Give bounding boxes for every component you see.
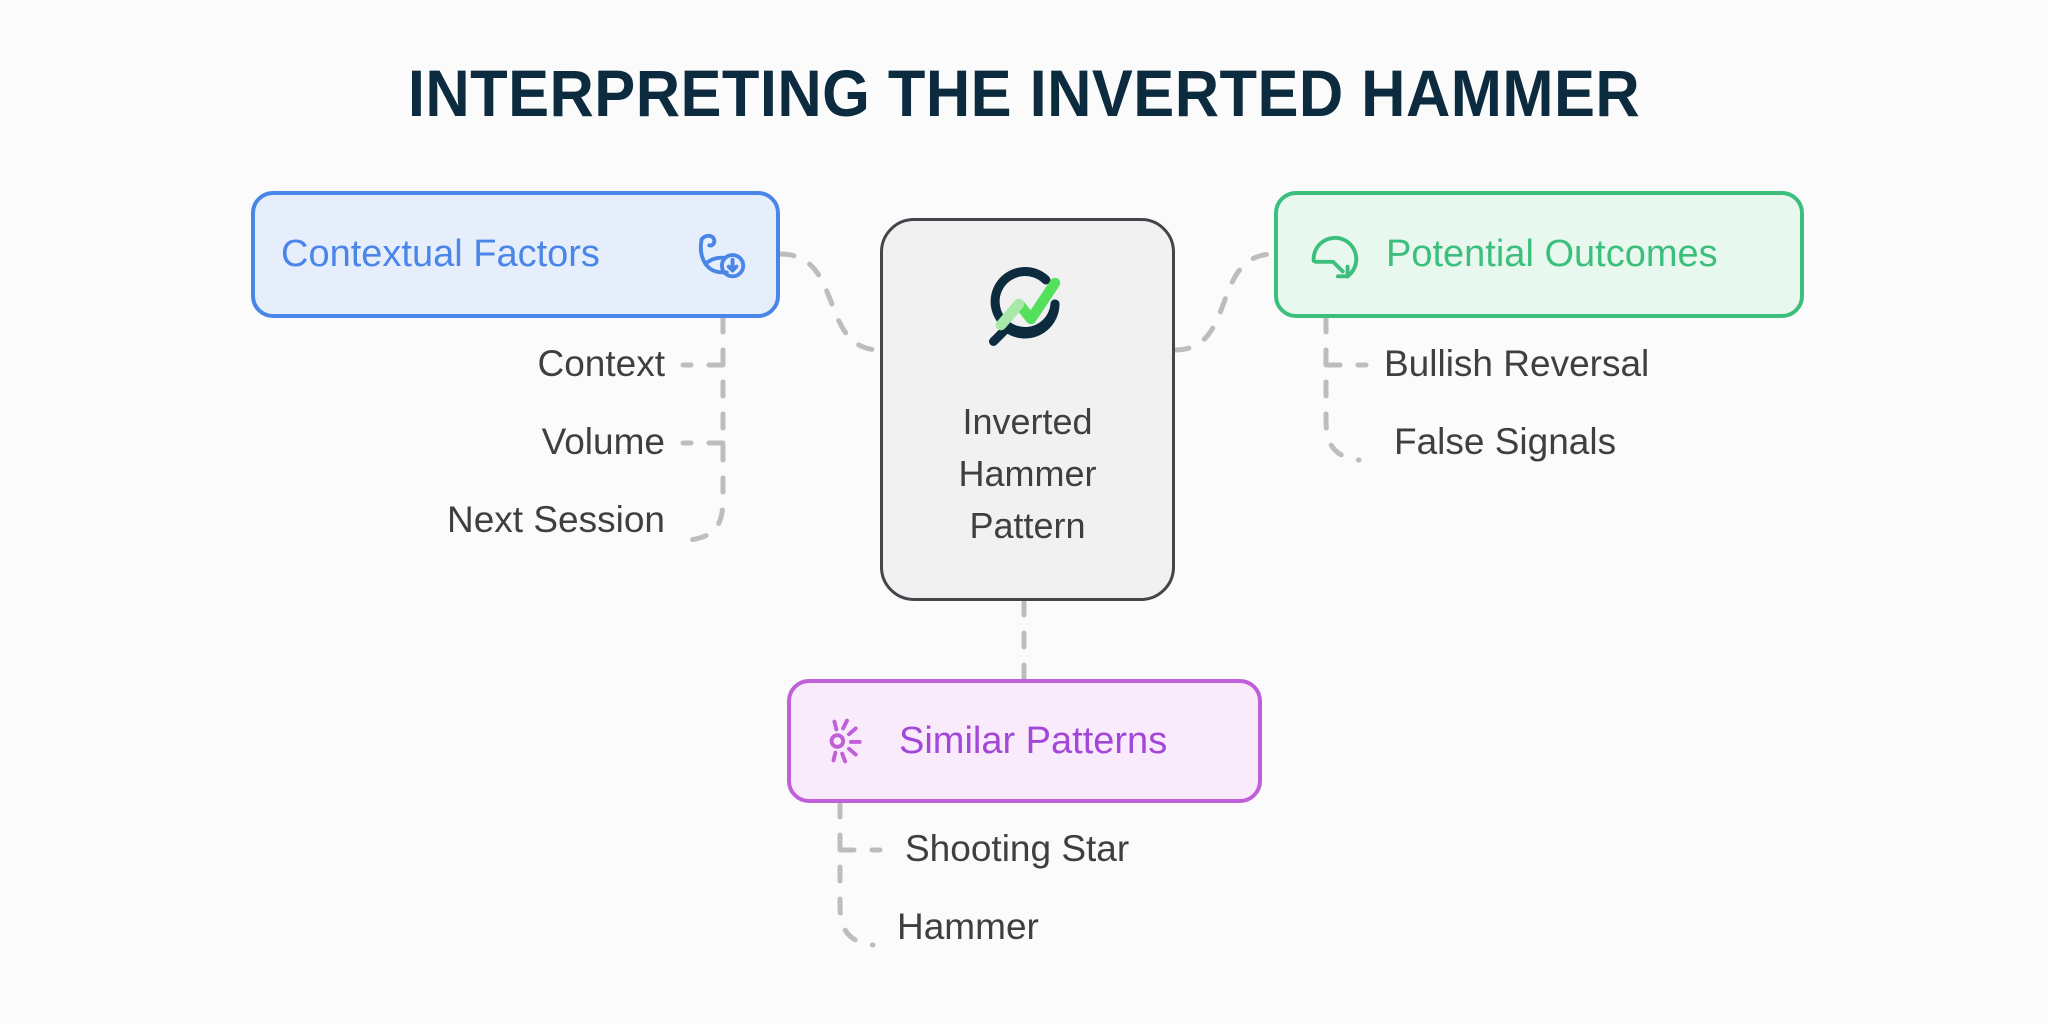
- center-node[interactable]: Inverted Hammer Pattern: [880, 218, 1175, 601]
- sublabel-false-signals: False Signals: [1394, 421, 1617, 462]
- connector-contextual-trunk: [687, 315, 726, 543]
- branch-label-potential-outcomes: Potential Outcomes: [1386, 233, 1718, 275]
- magnifier-trend-line-icon: [980, 259, 1076, 360]
- center-node-line-3: Pattern: [969, 505, 1086, 546]
- connector-center-to-contextual: [777, 251, 883, 353]
- branch-label-contextual-factors: Contextual Factors: [281, 233, 600, 275]
- sublabel-context: Context: [537, 343, 665, 384]
- flexed-biceps-icon: [688, 224, 750, 286]
- connector-center-to-outcomes: [1172, 251, 1277, 353]
- sublabel-next-session: Next Session: [447, 499, 665, 540]
- sparkle-burst-icon: [817, 710, 879, 772]
- sublabel-shooting-star: Shooting Star: [905, 828, 1130, 869]
- connector-similar-trunk: [837, 800, 876, 948]
- rotate-arrow-gauge-icon: [1304, 224, 1366, 286]
- center-node-line-2: Hammer: [958, 453, 1097, 494]
- branch-node-contextual-factors[interactable]: Contextual Factors: [251, 191, 780, 318]
- branch-node-potential-outcomes[interactable]: Potential Outcomes: [1274, 191, 1804, 318]
- connector-outcomes-trunk: [1323, 315, 1362, 463]
- sublabel-hammer: Hammer: [897, 906, 1039, 947]
- sublabel-bullish-reversal: Bullish Reversal: [1384, 343, 1650, 384]
- sublabel-volume: Volume: [541, 421, 665, 462]
- branch-label-similar-patterns: Similar Patterns: [899, 719, 1168, 762]
- center-node-line-1: Inverted: [962, 401, 1093, 442]
- branch-node-similar-patterns[interactable]: Similar Patterns: [787, 679, 1262, 803]
- page-title: INTERPRETING THE INVERTED HAMMER: [407, 56, 1641, 130]
